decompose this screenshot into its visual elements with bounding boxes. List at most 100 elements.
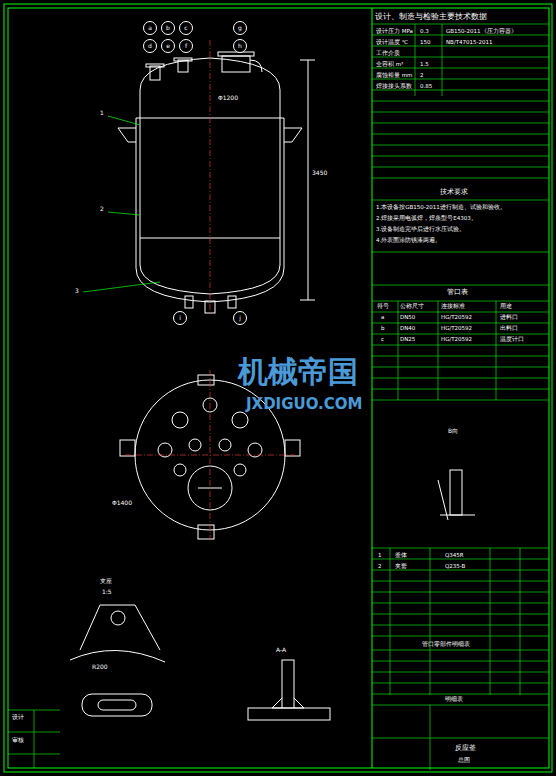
table-rule (430, 705, 431, 770)
table-rule (372, 145, 549, 146)
callout-letter: f (185, 43, 187, 49)
table-rule (372, 636, 549, 637)
table-rule (372, 252, 549, 253)
table-rule (372, 683, 549, 684)
drawing-label: 设计温度 ℃ (376, 39, 408, 45)
drawing-label: A-A (276, 647, 286, 654)
callout-letter: c (184, 25, 187, 31)
watermark: JXDIGUO.COM (246, 396, 362, 413)
table-rule (372, 35, 549, 36)
table-rule (372, 345, 549, 346)
drawing-label: HG/T20592 (441, 336, 472, 342)
drawing-label: 管口表 (447, 289, 468, 297)
table-rule (372, 672, 549, 673)
table-rule (372, 285, 549, 286)
table-rule (398, 301, 399, 400)
drawing-label: 4.外表面涂防锈漆两遍。 (376, 237, 441, 243)
callout-circle: c (179, 21, 193, 35)
callout-letter: j (239, 315, 241, 321)
callout-circle: d (143, 39, 157, 53)
drawing-label: Φ1200 (218, 95, 238, 102)
table-rule (372, 112, 549, 113)
drawing-label: 3450 (312, 170, 327, 177)
table-rule (372, 661, 549, 662)
watermark: 机械帝国 (238, 355, 358, 388)
table-rule (372, 200, 549, 201)
table-rule (372, 400, 549, 401)
table-rule (372, 301, 549, 302)
table-rule (372, 90, 549, 91)
table-rule (372, 603, 549, 604)
table-rule (372, 178, 549, 179)
table-rule (372, 738, 549, 739)
drawing-label: DN40 (400, 325, 415, 331)
table-rule (390, 548, 391, 695)
drawing-label: 1 (378, 552, 382, 558)
drawing-label: 0.3 (420, 28, 429, 34)
table-rule (372, 156, 549, 157)
drawing-label: 3 (75, 288, 79, 295)
drawing-label: 0.85 (420, 83, 432, 89)
callout-circle: f (179, 39, 193, 53)
drawing-label: 2 (100, 206, 104, 213)
drawing-label: DN50 (400, 314, 415, 320)
table-rule (372, 592, 549, 593)
table-rule (372, 548, 549, 549)
drawing-label: 1.5 (420, 61, 429, 67)
table-rule (372, 581, 549, 582)
drawing-label: 夹套 (395, 563, 407, 569)
table-rule (372, 101, 549, 102)
drawing-label: 2 (420, 72, 424, 78)
table-rule (372, 57, 549, 58)
drawing-label: R200 (92, 664, 108, 671)
table-rule (372, 705, 549, 706)
drawing-label: 腐蚀裕量 mm (376, 72, 412, 78)
table-rule (372, 46, 549, 47)
table-rule (372, 68, 549, 69)
callout-circle: h (233, 39, 247, 53)
callout-circle: e (161, 39, 175, 53)
table-rule (372, 694, 549, 695)
table-rule (496, 301, 497, 400)
drawing-label: 连接标准 (441, 303, 465, 309)
drawing-label: a (381, 314, 384, 320)
table-rule (442, 24, 443, 96)
drawing-label: 3.设备制造完毕后进行水压试验。 (376, 226, 465, 232)
callout-letter: i (179, 315, 181, 321)
drawing-label: 符号 (377, 303, 389, 309)
drawing-label: 工作介质 (376, 50, 400, 56)
drawing-label: 1 (100, 110, 104, 117)
table-rule (372, 559, 549, 560)
callout-circle: a (143, 21, 157, 35)
drawing-label: B向 (448, 428, 458, 435)
callout-letter: h (238, 43, 242, 49)
drawing-label: 1.本设备按GB150-2011进行制造、试验和验收。 (376, 204, 506, 210)
table-rule (372, 79, 549, 80)
drawing-label: 150 (420, 39, 431, 45)
drawing-label: 公称尺寸 (400, 303, 424, 309)
table-rule (372, 323, 549, 324)
table-rule (438, 301, 439, 400)
drawing-label: c (381, 336, 384, 342)
table-rule (372, 378, 549, 379)
drawing-label: 反应釜 (455, 745, 476, 753)
table-rule (34, 710, 35, 768)
drawing-label: Q235-B (445, 563, 465, 569)
drawing-label: 焊接接头系数 (376, 83, 412, 89)
table-rule (372, 312, 549, 313)
table-rule (372, 356, 549, 357)
drawing-label: 明细表 (445, 696, 463, 703)
callout-letter: g (238, 25, 242, 31)
table-rule (372, 570, 549, 571)
table-rule (372, 614, 549, 615)
callout-circle: b (161, 21, 175, 35)
callout-circle: j (233, 311, 247, 325)
drawing-label: 用途 (500, 303, 512, 309)
table-rule (372, 389, 549, 390)
drawing-label: 釜体 (395, 552, 407, 558)
table-rule (490, 548, 491, 695)
drawing-label: GB150-2011《压力容器》 (446, 28, 517, 34)
drawing-label: b (381, 325, 385, 331)
